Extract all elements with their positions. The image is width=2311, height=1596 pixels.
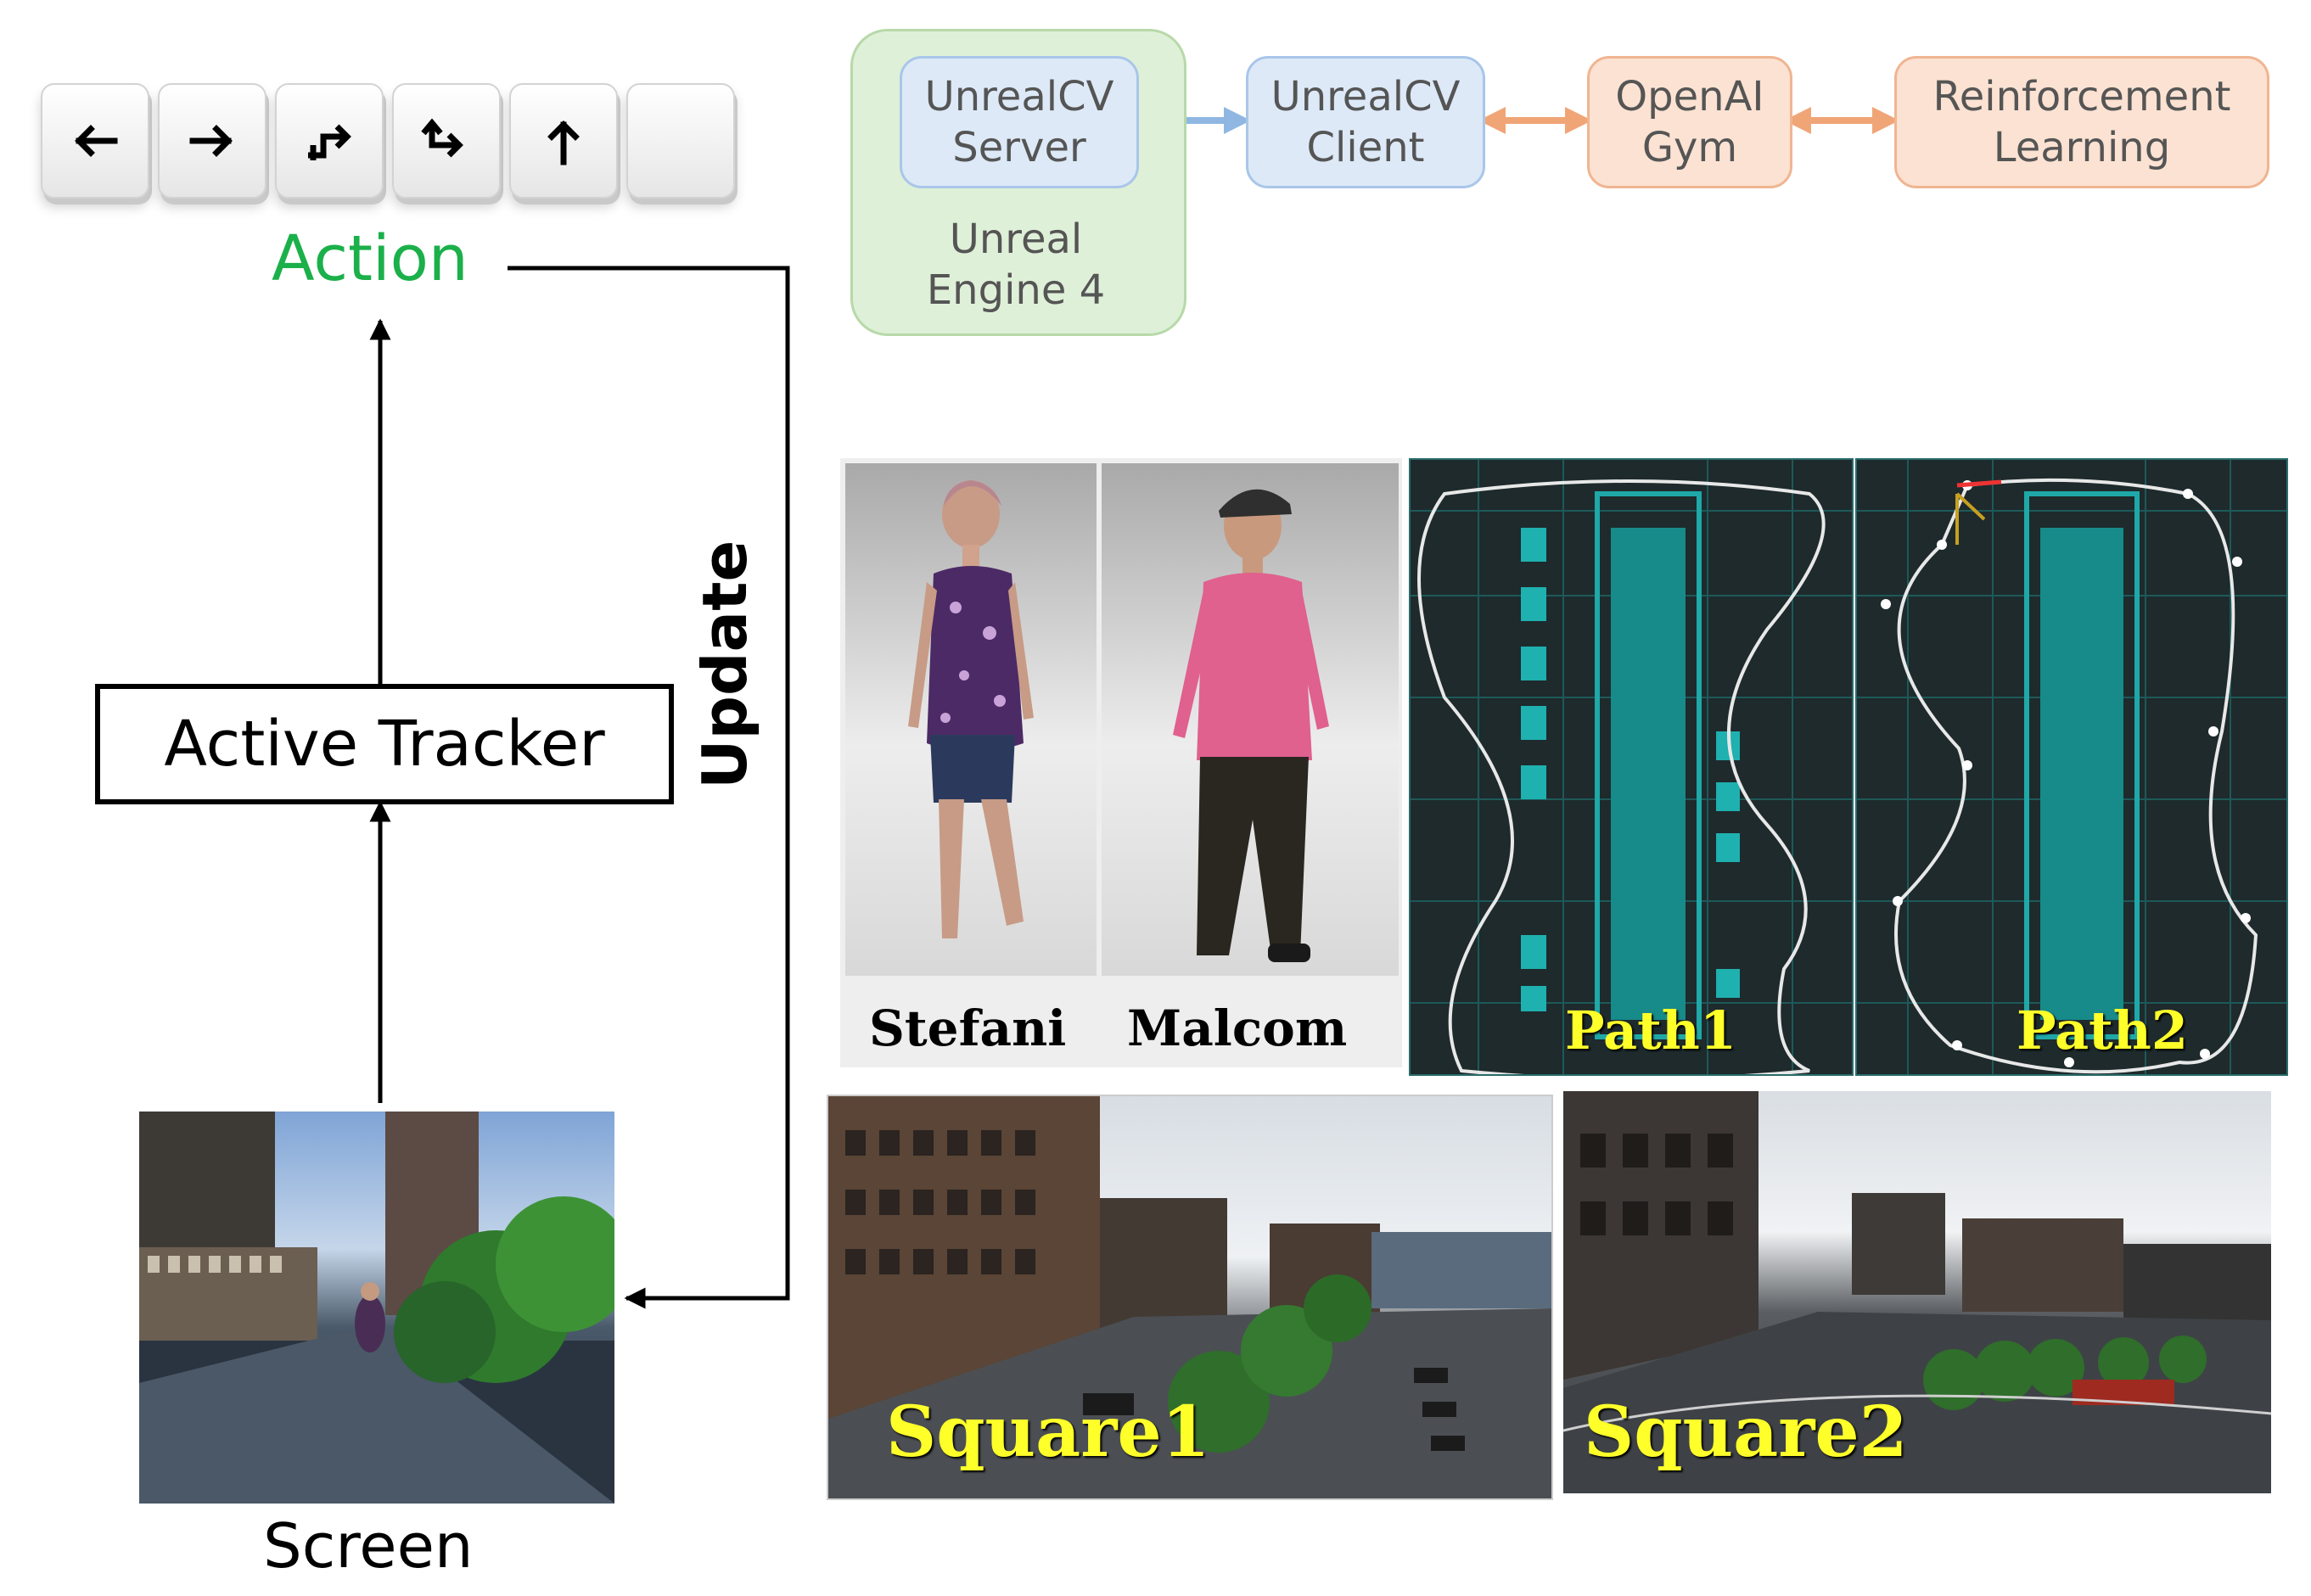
right-arrow-key	[158, 83, 266, 199]
blank-key	[626, 83, 735, 199]
path1-map	[1409, 458, 1854, 1076]
stefani-image	[845, 463, 1097, 976]
reinforcement-learning-box: Reinforcement Learning	[1894, 56, 2269, 188]
square1-label: Square1	[886, 1392, 1210, 1473]
openai-gym-box: OpenAI Gym	[1587, 56, 1792, 188]
malcom-image	[1102, 463, 1399, 976]
arrow-left-icon	[75, 125, 118, 157]
action-label: Action	[272, 222, 468, 295]
forward-right-key	[392, 83, 501, 199]
update-loop-arrow	[508, 266, 790, 1309]
square2-scene-graphic	[1563, 1091, 2271, 1493]
turn-up-left-icon	[308, 124, 351, 160]
screen-label: Screen	[263, 1510, 474, 1582]
arrow-right-icon	[189, 125, 233, 157]
stefani-figure	[908, 480, 1034, 938]
malcom-label: Malcom	[1127, 1000, 1348, 1057]
square1-scene-graphic	[828, 1096, 1551, 1498]
path1-map-graphic	[1411, 460, 1852, 1074]
turn-up-right-icon	[421, 118, 463, 158]
up-arrow-key	[509, 83, 618, 199]
stefani-label: Stefani	[869, 1000, 1067, 1057]
path1-label: Path1	[1565, 1000, 1736, 1061]
malcom-figure	[1173, 489, 1329, 962]
path2-map-graphic	[1857, 460, 2286, 1074]
screen-image	[139, 1112, 614, 1504]
forward-left-key	[275, 83, 384, 199]
screen-scene-graphic	[139, 1112, 614, 1504]
unreal-engine-label: Unreal Engine 4	[926, 216, 1106, 314]
path2-map	[1855, 458, 2288, 1076]
square1-image	[827, 1095, 1553, 1500]
unrealcv-client-box: UnrealCV Client	[1246, 56, 1485, 188]
arrow-up-icon	[547, 120, 580, 165]
square2-image	[1563, 1091, 2271, 1493]
path2-label: Path2	[2017, 1000, 2188, 1061]
unrealcv-server-box: UnrealCV Server	[900, 56, 1139, 188]
square2-label: Square2	[1584, 1392, 1908, 1473]
left-arrow-key	[41, 83, 149, 199]
